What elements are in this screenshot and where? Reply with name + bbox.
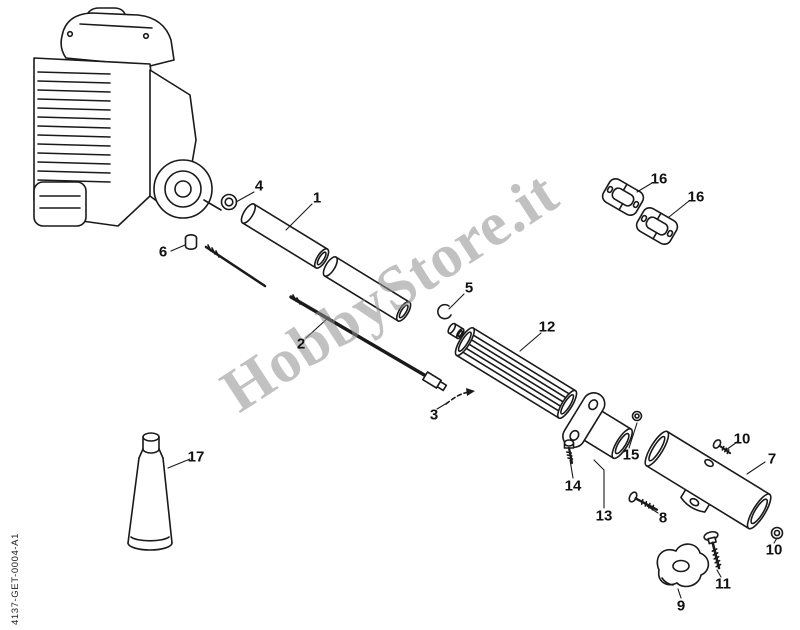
part-13-coupling [562, 392, 634, 460]
part-2-drive-shaft [204, 244, 448, 392]
part-11-bolt [703, 530, 722, 570]
doc-code: 4137-GET-0004-A1 [10, 533, 21, 625]
part-10-screw [712, 439, 732, 455]
leader-lines [167, 182, 778, 599]
part-1-tube-a [240, 203, 330, 269]
part-10-nut [770, 526, 784, 540]
engine-assembly [33, 7, 222, 227]
part-5-clip [437, 303, 452, 320]
part-4-ring [220, 193, 238, 211]
part-12-liner-tube [454, 326, 578, 420]
part-3-arrow [445, 388, 475, 405]
part-5-spacer [447, 322, 465, 340]
part-9-knob [656, 543, 710, 588]
part-1-tube-b [322, 256, 412, 322]
part-15-nut [631, 410, 643, 422]
part-16-clamp-b [635, 207, 679, 245]
part-6-bushing [184, 234, 198, 250]
part-7-coupling-sleeve [644, 430, 772, 530]
part-16-clamp-a [601, 178, 645, 216]
part-14-screw [563, 439, 575, 465]
part-17-grease-tube [127, 432, 173, 551]
